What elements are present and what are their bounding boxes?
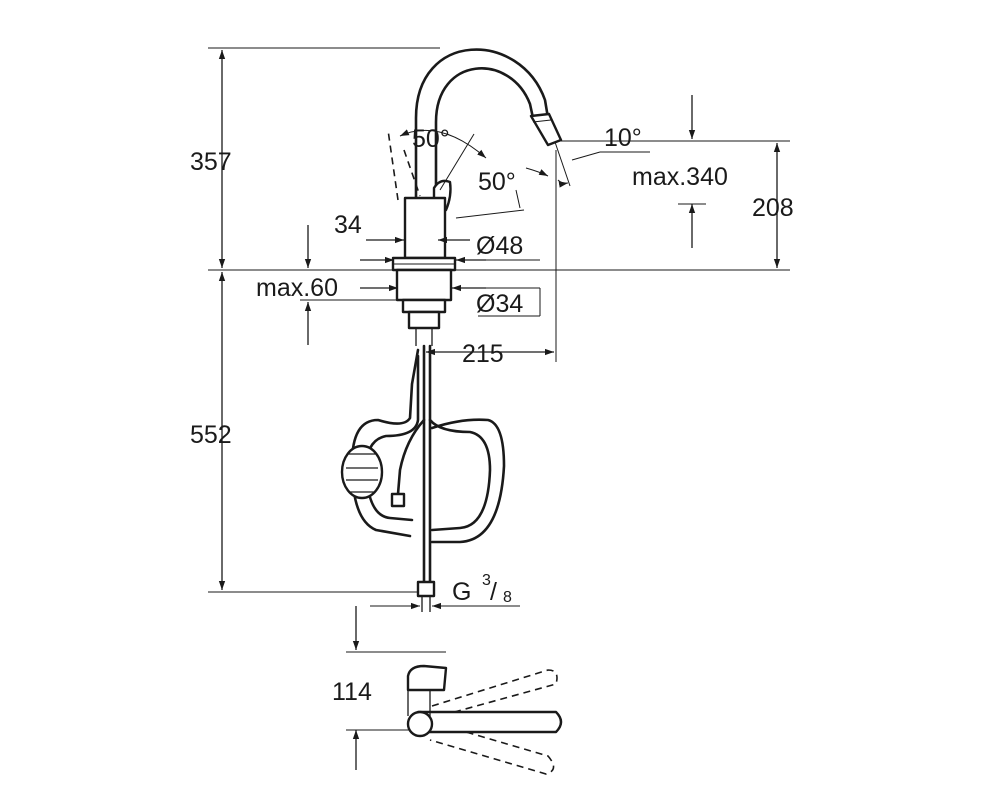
dim-max60: max.60 — [256, 274, 338, 302]
faucet-body — [391, 48, 563, 346]
height-dimension-chain — [208, 47, 790, 593]
shank-dimensions — [300, 225, 541, 345]
lever-angle-upper — [387, 129, 487, 201]
dim-thread-slash: / — [490, 578, 497, 606]
dim-angle-50-upper: 50° — [412, 125, 450, 153]
dim-max340: max.340 — [632, 163, 728, 191]
lever-angle-lower — [455, 167, 549, 219]
dim-angle-50-lower: 50° — [478, 168, 516, 196]
spout-tilt-angle — [554, 141, 650, 188]
dim-208: 208 — [752, 194, 794, 222]
dim-dia48: Ø48 — [476, 232, 523, 260]
dim-114: 114 — [332, 678, 372, 706]
spout-height-dimension — [556, 95, 790, 268]
dim-dia34: Ø34 — [476, 290, 523, 318]
hose-assembly — [340, 344, 506, 612]
dim-552: 552 — [190, 421, 232, 449]
reach-dimension — [426, 150, 557, 362]
dim-thread-numerator: 3 — [482, 572, 491, 589]
body-width-dimensions — [360, 236, 540, 264]
dim-357: 357 — [190, 148, 232, 176]
dim-34: 34 — [334, 211, 362, 239]
dim-thread-g: G — [452, 578, 471, 606]
dim-215: 215 — [462, 340, 504, 368]
dim-angle-10: 10° — [604, 124, 642, 152]
faucet-top-view — [346, 606, 563, 775]
dim-thread-denominator: 8 — [503, 589, 512, 606]
